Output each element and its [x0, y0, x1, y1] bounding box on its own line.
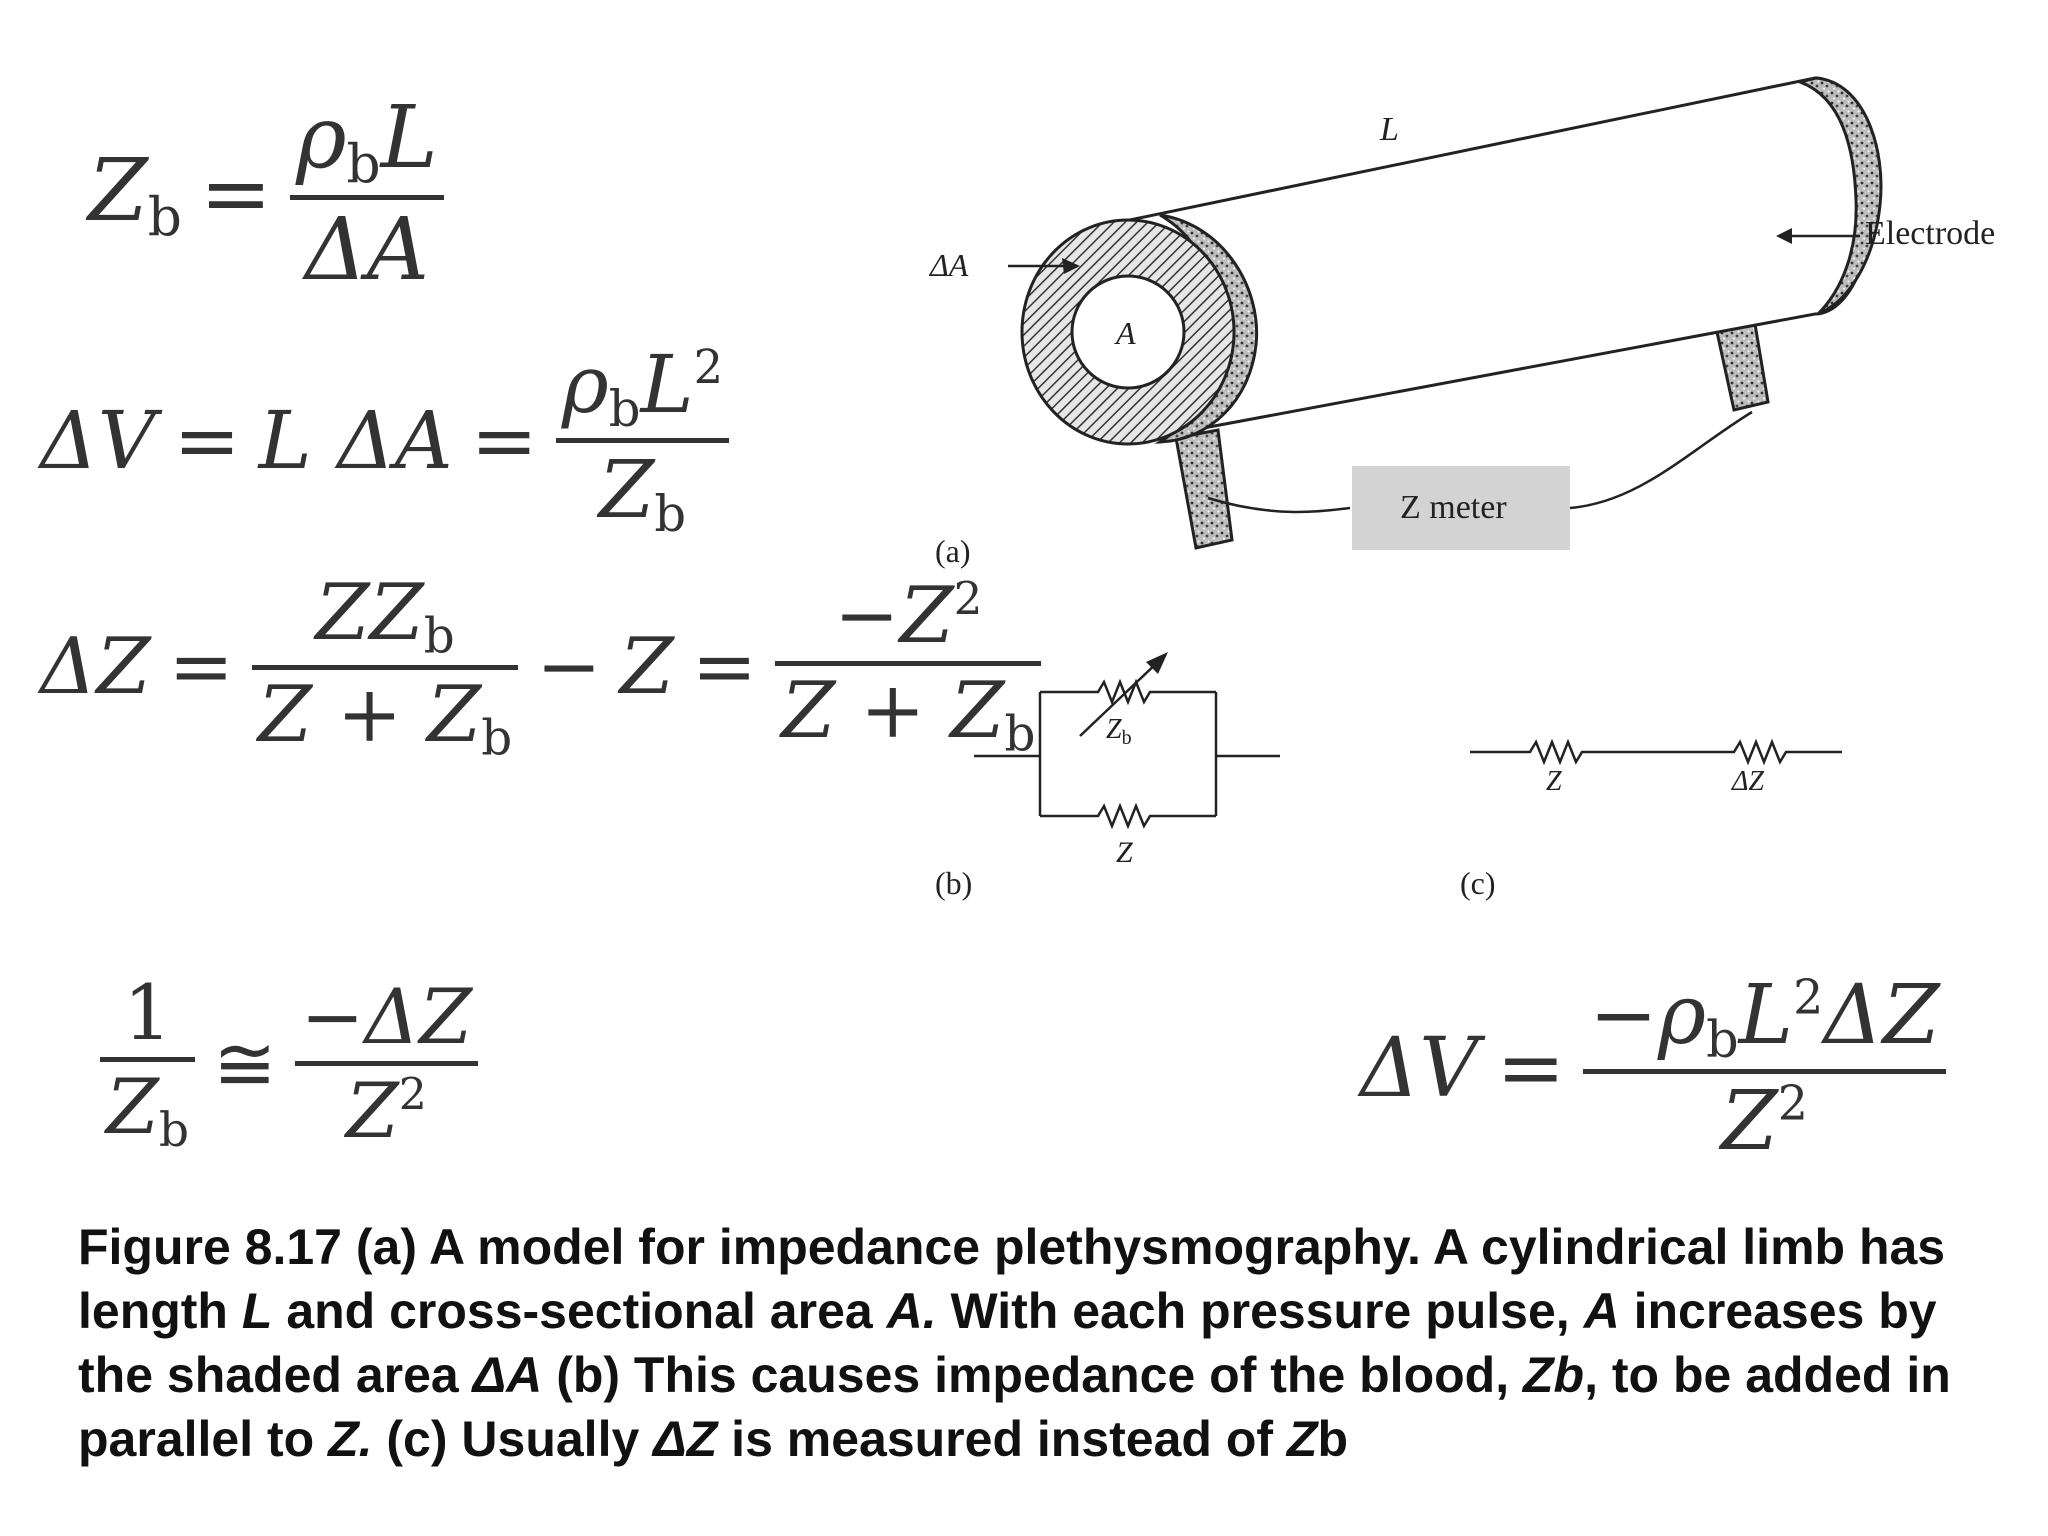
resistor-z-series	[1470, 738, 1842, 766]
wire-left	[1207, 496, 1351, 514]
label-area-a: A	[1114, 315, 1136, 351]
circuit-parallel	[974, 659, 1280, 830]
resistor-z-parallel	[1040, 802, 1216, 830]
resistor-zb	[1040, 678, 1216, 706]
wire-right	[1569, 410, 1753, 510]
label-dz-c: ΔZ	[1731, 766, 1764, 797]
circuit-series	[1470, 738, 1842, 766]
eq1-fraction: ρbL ΔA	[289, 88, 444, 300]
equation-zb: Zb = ρbL ΔA	[88, 88, 444, 300]
label-delta-a: ΔA	[928, 247, 969, 283]
label-z-meter: Z meter	[1400, 489, 1507, 526]
eq3-fraction-1: ZZb Z + Zb	[251, 568, 519, 766]
eq3-fraction-2: −Z2 Z + Zb	[775, 571, 1042, 763]
label-electrode: Electrode	[1865, 215, 1995, 252]
label-zb: Zb	[1106, 714, 1132, 749]
variable-arrow	[1146, 652, 1168, 674]
eq5-fraction: −ρbL2ΔZ Z2	[1583, 968, 1946, 1169]
label-z-b: Z	[1116, 836, 1133, 869]
inner-area-a	[1070, 274, 1186, 390]
label-z-c: Z	[1546, 766, 1562, 797]
eq4-fraction-1: 1 Zb	[100, 968, 195, 1158]
equation-inverse-zb: 1 Zb ≅ −ΔZ Z2	[100, 968, 479, 1158]
label-part-b: (b)	[935, 865, 972, 901]
equation-dv-1: ΔV = L ΔA = ρbL2 Zb	[40, 338, 730, 543]
equation-dv-2: ΔV = −ρbL2ΔZ Z2	[1360, 968, 1946, 1169]
eq2-fraction: ρbL2 Zb	[555, 338, 730, 543]
equation-dz: ΔZ = ZZb Z + Zb − Z = −Z2 Z + Zb	[40, 568, 1042, 766]
eq1-lhs: Zb	[88, 140, 182, 248]
figure-caption: Figure 8.17 (a) A model for impedance pl…	[78, 1219, 1951, 1467]
eq4-fraction-2: −ΔZ Z2	[294, 972, 479, 1155]
label-part-c: (c)	[1460, 865, 1496, 901]
electrode-band-rear	[1794, 76, 1883, 316]
label-length: L	[1379, 111, 1399, 148]
z-meter-box	[1352, 466, 1570, 550]
label-part-a: (a)	[935, 533, 971, 569]
electrode-band-front-bottom	[1174, 428, 1234, 550]
